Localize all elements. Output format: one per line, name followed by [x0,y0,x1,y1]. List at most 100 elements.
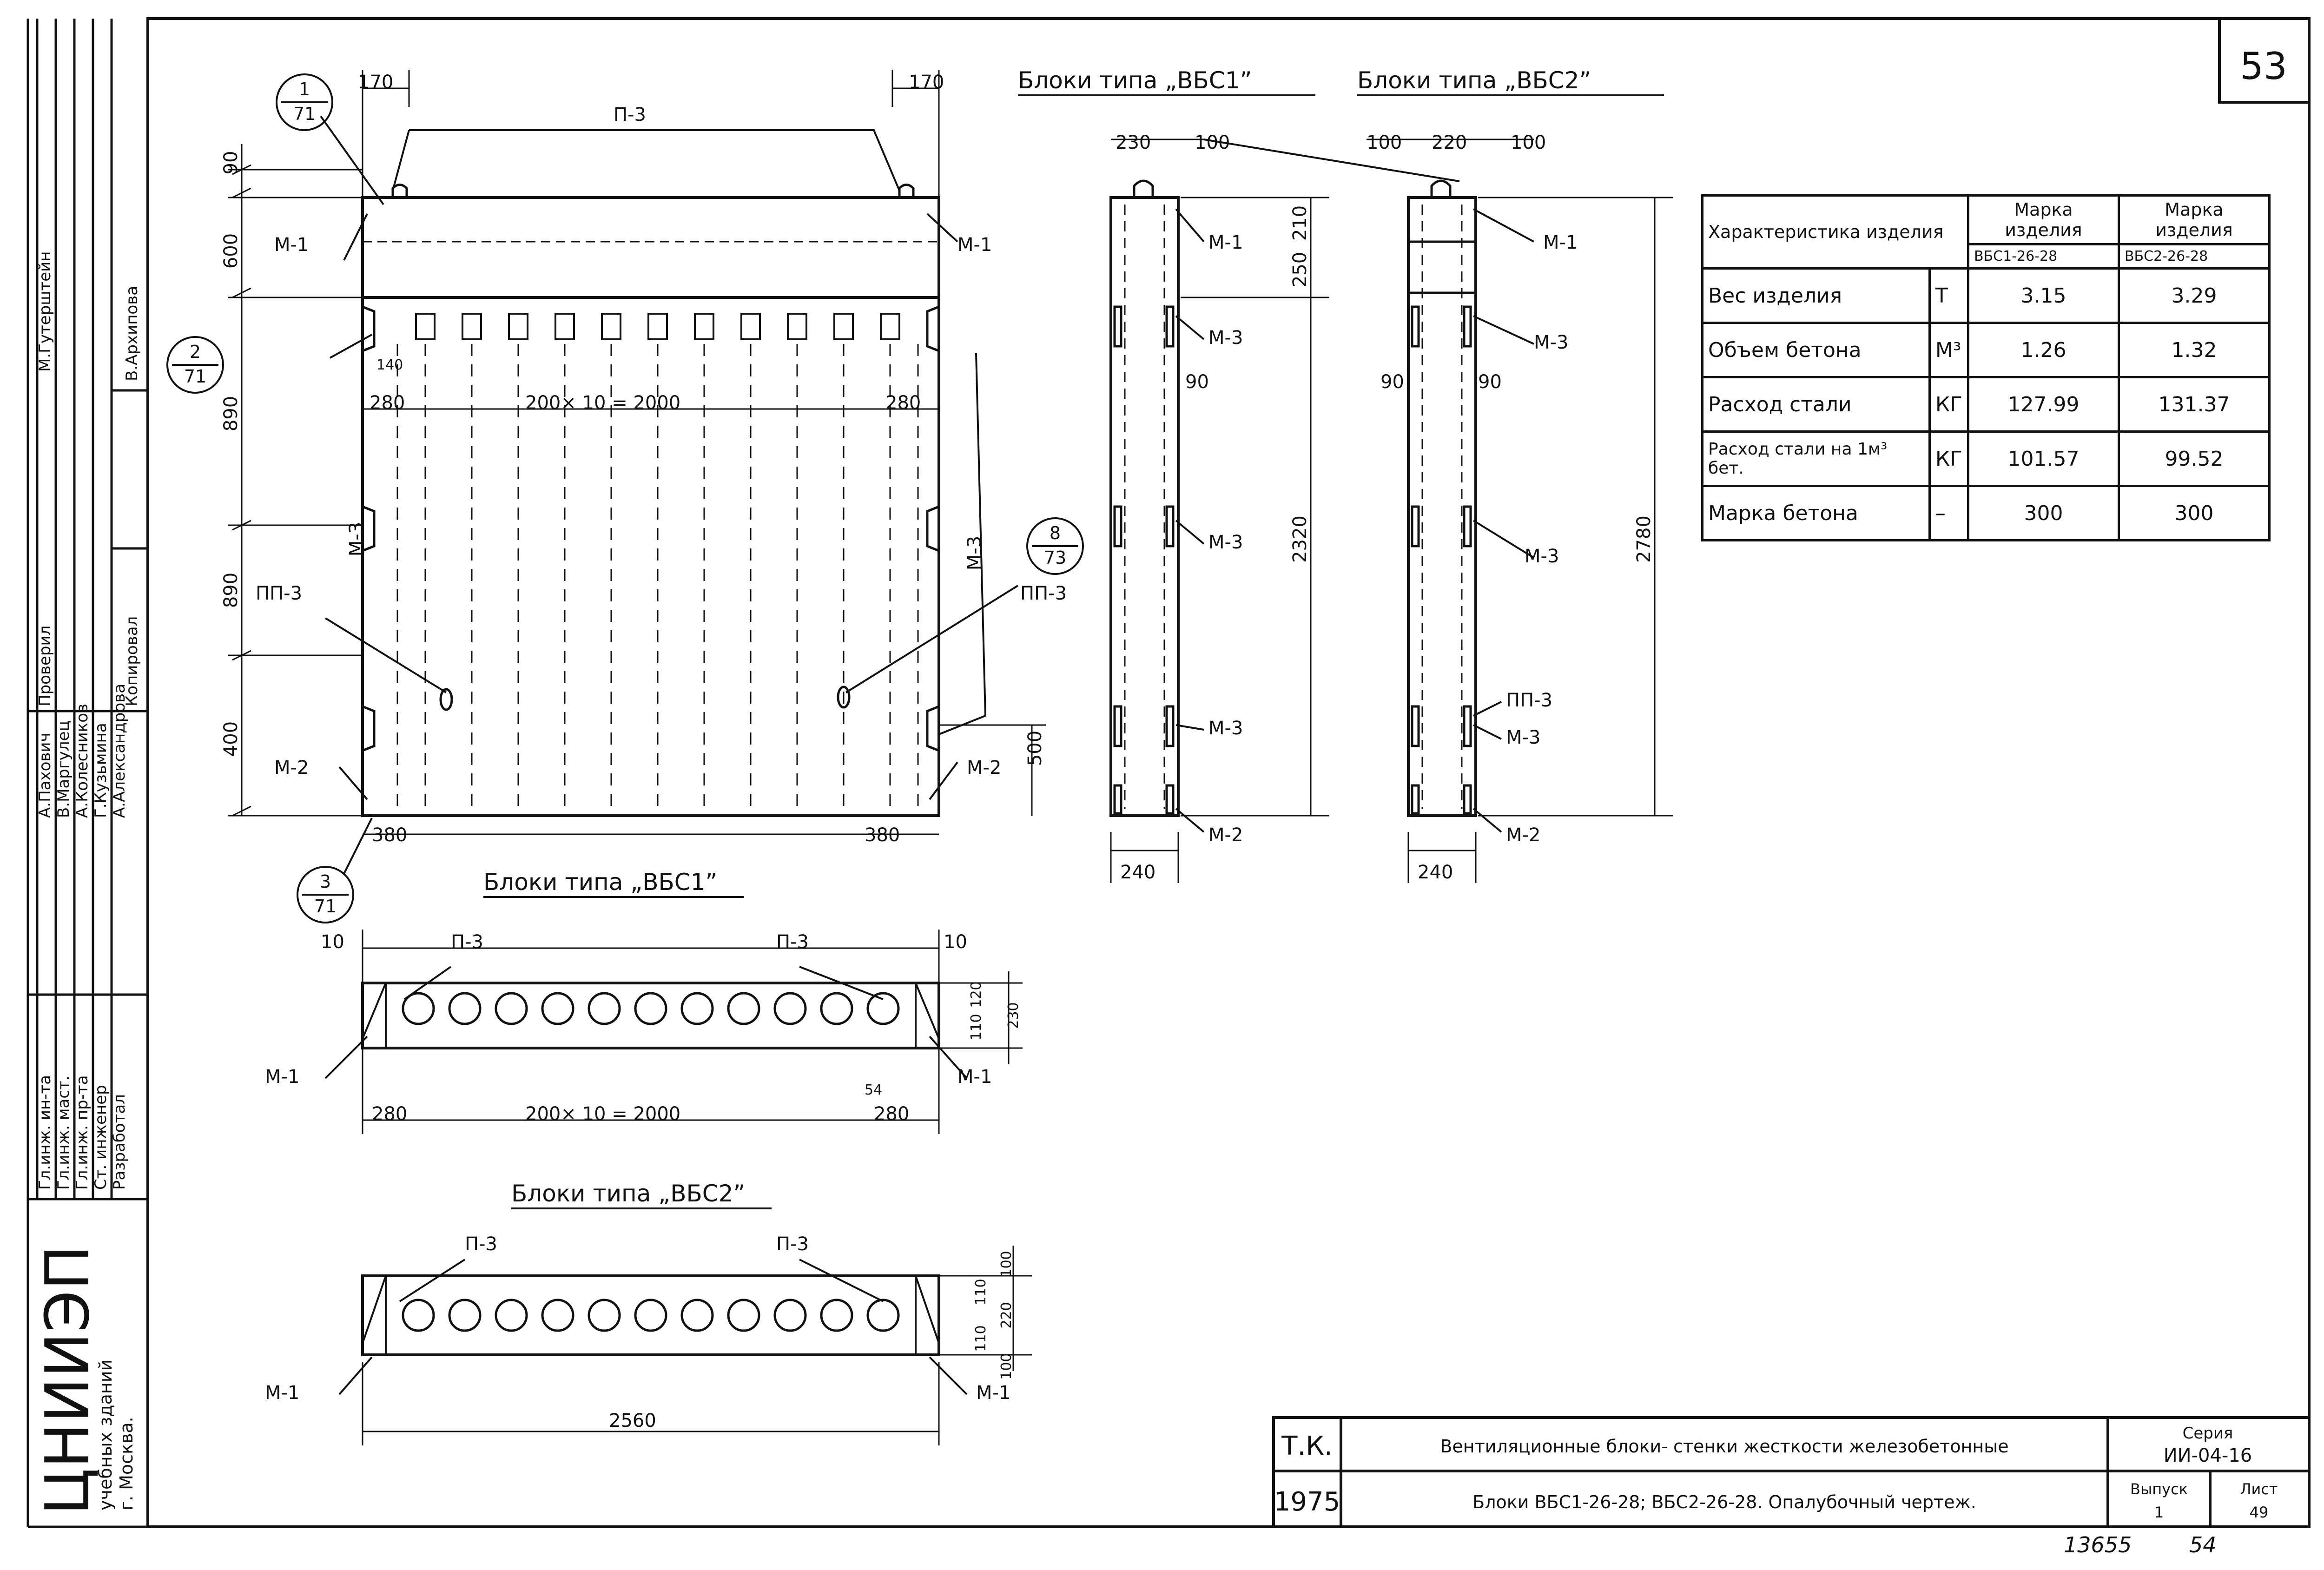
table-row: Расход стали КГ 127.99 131.37 [1701,376,2271,433]
dim-380-right: 380 [865,825,900,846]
row-value-1: 300 [1967,485,2120,541]
dim-140: 140 [376,357,403,373]
stamp-checked-name: М.Гутерштейн [36,251,54,372]
label-pp3-section2: ПП-3 [1506,690,1552,711]
heading-plan-vbs1: Блоки типа „ВБС1” [483,869,717,896]
label-pp3-right: ПП-3 [1020,583,1067,604]
label-m3-section2-b: М-3 [1525,546,1559,567]
stamp-role-1: Гл.инж. ин-та [36,1075,54,1190]
label-p3-plan1-left: П-3 [451,931,483,953]
label-m3-left: М-3 [346,522,367,556]
dim-230-plan1: 230 [1005,1002,1022,1029]
section-vbs1 [1109,139,1460,883]
label-p3-plan1-right: П-3 [776,931,809,953]
row-value-1: 1.26 [1967,322,2120,378]
title-block [1272,1416,2311,1528]
dim-250: 250 [1289,252,1311,287]
label-m1-left: М-1 [274,234,309,256]
dim-110-plan2-top: 110 [973,1279,989,1305]
dim-120: 120 [968,981,984,1008]
dim-90: 90 [220,151,242,175]
elevation-vbs1 [361,184,940,817]
label-m1-plan2-right: М-1 [976,1382,1010,1404]
table-header-mark-1: Марка изделия [1967,194,2120,245]
dim-90-section2-left: 90 [1380,371,1404,393]
row-value-1: 3.15 [1967,267,2120,324]
label-p3-plan2-right: П-3 [776,1234,809,1255]
page-number: 53 [2240,45,2287,88]
row-unit: КГ [1928,376,1969,433]
table-mark-1: ВБС1-26-28 [1967,243,2120,270]
label-m1-right: М-1 [957,234,992,256]
stamp-name-3: А.Колесников [73,704,92,818]
row-unit: Т [1928,267,1969,324]
label-m1-plan1-right: М-1 [957,1066,992,1088]
dim-90-section2-right: 90 [1478,371,1502,393]
table-row: Марка бетона – 300 300 [1701,485,2271,541]
stamp-copied-label: Копировал [123,616,141,706]
dim-240-section1: 240 [1120,862,1155,883]
label-m3-section2-a: М-3 [1534,332,1568,353]
row-value-2: 1.32 [2117,322,2271,378]
dim-100-plan2-bottom: 100 [998,1353,1015,1379]
dim-100-section2-right: 100 [1511,132,1546,153]
bottom-right-number: 54 [2189,1532,2217,1557]
plan-vbs2 [338,1246,1032,1445]
dim-100-section2-left: 100 [1367,132,1402,153]
heading-top-vbs1: Блоки типа „ВБС1” [1018,67,1252,94]
table-mark-2: ВБС2-26-28 [2117,243,2271,270]
label-pp3-left: ПП-3 [256,583,302,604]
callout-3-den: 71 [314,896,337,917]
row-unit: М³ [1928,322,1969,378]
stamp-role-2: Гл.инж. маст. [54,1075,73,1190]
label-m1-plan1-left: М-1 [265,1066,299,1088]
title-line1: Вентиляционные блоки- стенки жесткости ж… [1440,1436,2008,1457]
callout-2-num: 2 [190,342,201,362]
series-label: Серия [2183,1424,2233,1443]
stamp-role-3: Гл.инж. пр-та [73,1075,92,1190]
row-value-2: 3.29 [2117,267,2271,324]
section-vbs2 [1367,139,1673,883]
dim-2780: 2780 [1633,515,1655,563]
label-m1-plan2-left: М-1 [265,1382,299,1404]
dim-240-section2: 240 [1418,862,1453,883]
dim-200x10-plan: 200× 10 = 2000 [525,1103,680,1125]
characteristics-table: Характеристика изделия Марка изделия Мар… [1701,194,2271,541]
stamp-org-sub2: г. Москва. [116,1417,137,1511]
label-m2-section2: М-2 [1506,825,1540,846]
stamp-org-sub1: учебных зданий [95,1359,116,1511]
label-m1-section2: М-1 [1543,232,1578,253]
callout-1-num: 1 [299,79,310,99]
label-m3-section1-c: М-3 [1208,718,1243,739]
table-row: Объем бетона М³ 1.26 1.32 [1701,322,2271,378]
sheet-value: 49 [2250,1504,2269,1521]
label-p3-plan2-left: П-3 [465,1234,497,1255]
label-p3-top: П-3 [614,104,646,125]
dim-230: 230 [1116,132,1151,153]
label-m3-section1-a: М-3 [1208,327,1243,349]
dim-170-right: 170 [909,72,944,93]
table-row: Вес изделия Т 3.15 3.29 [1701,267,2271,324]
dim-400: 400 [220,721,242,757]
label-m3-section1-b: М-3 [1208,532,1243,553]
row-name: Вес изделия [1701,267,1931,324]
callout-8-num: 8 [1050,523,1061,543]
dim-2320: 2320 [1289,515,1311,563]
series-value: ИИ-04-16 [2164,1445,2252,1466]
stamp-name-1: А.Пахович [36,732,54,818]
dim-10-left: 10 [321,931,344,953]
dim-890-lower: 890 [220,573,242,608]
row-value-1: 101.57 [1967,430,2120,487]
heading-plan-vbs2: Блоки типа „ВБС2” [511,1180,745,1207]
leaders-vbs1 [320,115,1019,874]
callout-1-den: 71 [293,104,316,124]
stamp-name-4: Г.Кузьмина [92,723,110,818]
row-value-1: 127.99 [1967,376,2120,433]
label-m2-section1: М-2 [1208,825,1243,846]
dim-220-plan2: 220 [998,1302,1015,1328]
dim-280-plan-left: 280 [372,1103,407,1125]
dim-200x10: 200× 10 = 2000 [525,392,680,414]
side-stamp [26,19,149,1528]
table-header-characteristic: Характеристика изделия [1701,194,1969,270]
dim-90-section1: 90 [1185,371,1209,393]
